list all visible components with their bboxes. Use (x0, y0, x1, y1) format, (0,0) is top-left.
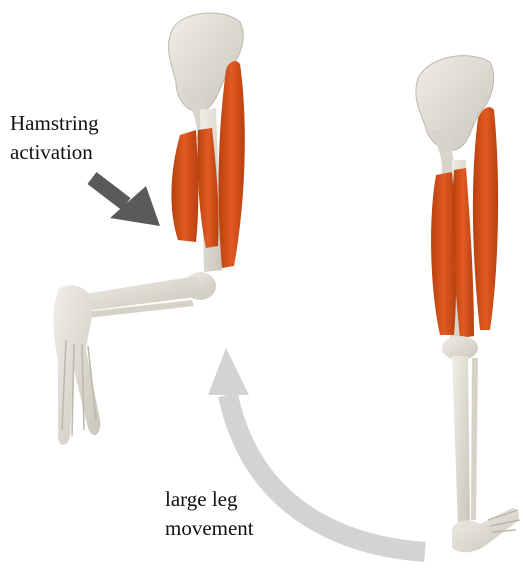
extended-leg (416, 56, 520, 553)
hamstring-muscle (473, 107, 498, 330)
hamstring-muscle (219, 61, 245, 268)
large-leg-movement-label-line2: movement (165, 515, 254, 541)
tibia-bone (452, 356, 470, 528)
fibula-bone (471, 358, 478, 520)
hamstring-pointer-arrow (92, 178, 160, 226)
hamstring-activation-label: Hamstring (10, 110, 99, 136)
hamstring-muscle (431, 172, 456, 335)
hamstring-muscle (171, 130, 198, 242)
large-leg-movement-label: large leg (165, 486, 238, 512)
hamstring-activation-label-line2: activation (10, 139, 93, 165)
